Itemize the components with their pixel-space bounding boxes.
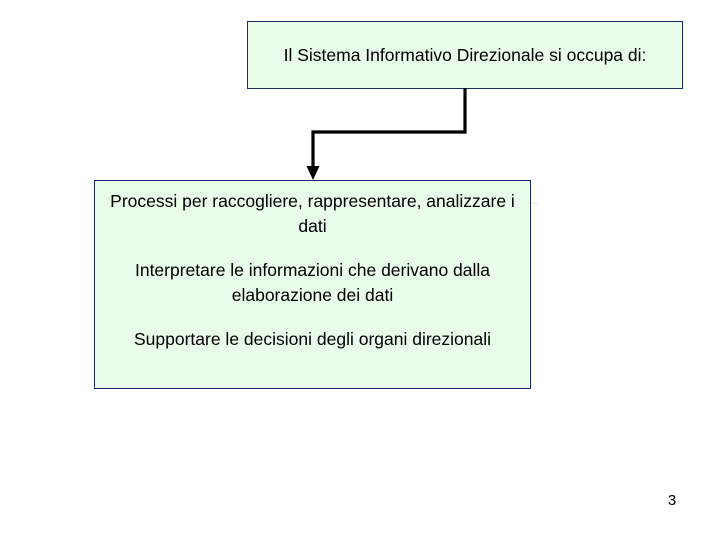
top-statement-box: Il Sistema Informativo Direzionale si oc… (247, 21, 683, 89)
connector-arrowhead-icon (306, 166, 320, 180)
bottom-list-box: Processi per raccogliere, rappresentare,… (94, 180, 531, 389)
bottom-list-item-2: Interpretare le informazioni che derivan… (134, 260, 491, 305)
bottom-list-item-1: Processi per raccogliere, rappresentare,… (110, 191, 515, 236)
page-number: 3 (667, 492, 677, 509)
bottom-list-item-3: Supportare le decisioni degli organi dir… (133, 329, 492, 349)
top-statement-text: Il Sistema Informativo Direzionale si oc… (283, 44, 647, 65)
connector-line (311, 88, 467, 172)
